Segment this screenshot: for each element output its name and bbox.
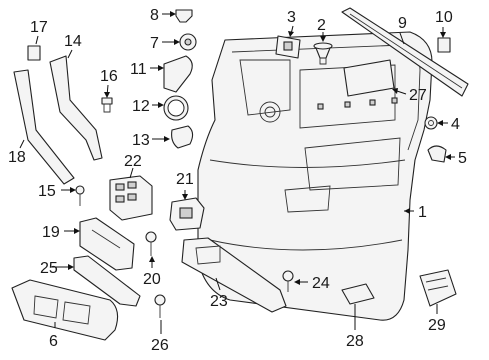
callout-13: 13	[132, 132, 150, 149]
callout-27: 27	[409, 87, 427, 104]
callout-29: 29	[428, 317, 446, 334]
leader-lines	[19, 11, 455, 334]
callout-11: 11	[130, 61, 147, 78]
clip-part-5	[427, 145, 447, 163]
screw-part-15	[75, 185, 85, 206]
callout-23: 23	[210, 293, 228, 310]
callout-10: 10	[435, 9, 453, 26]
washer-part-4	[424, 116, 438, 130]
callout-28: 28	[346, 333, 364, 350]
pull-handle-part-14	[49, 55, 103, 161]
callout-25: 25	[40, 260, 58, 277]
callout-numbers: 1 2 3 4 5 6 7 8 9 10 11 12 13 14 15 16 1…	[8, 7, 467, 354]
clip-part-10	[437, 37, 451, 53]
grommet-part-7	[179, 33, 197, 51]
screw-part-26	[154, 294, 166, 318]
callout-22: 22	[124, 153, 142, 170]
bracket-part-3	[275, 35, 301, 59]
screw-part-16	[101, 97, 113, 113]
screw-part-24	[282, 270, 294, 292]
cover-part-11	[163, 55, 193, 93]
clip-part-8	[175, 9, 193, 23]
screw-part-20	[145, 231, 157, 256]
callout-21: 21	[176, 171, 194, 188]
callout-3: 3	[287, 9, 296, 26]
callout-17: 17	[30, 19, 48, 36]
bezel-part-19	[79, 217, 135, 271]
door-panel-part	[197, 31, 433, 321]
callout-6: 6	[49, 333, 58, 350]
module-part-28	[341, 283, 375, 305]
callout-19: 19	[42, 224, 60, 241]
callout-14: 14	[64, 33, 82, 50]
callout-18: 18	[8, 149, 26, 166]
trim-strip-part-25	[73, 255, 141, 307]
panel-part-27	[343, 59, 395, 97]
handle-part-13	[171, 125, 194, 149]
callout-26: 26	[151, 337, 169, 354]
callout-2: 2	[317, 17, 326, 34]
module-part-29	[419, 269, 457, 307]
callout-24: 24	[312, 275, 330, 292]
top-trim-part-9	[341, 7, 469, 97]
callout-7: 7	[150, 35, 159, 52]
ring-part-12	[163, 95, 189, 121]
callout-5: 5	[458, 150, 467, 167]
switch-part-21	[169, 197, 205, 231]
lower-trim-part-6	[11, 279, 119, 341]
callout-9: 9	[398, 15, 407, 32]
callout-4: 4	[451, 116, 460, 133]
callout-8: 8	[150, 7, 159, 24]
armrest-part-23	[181, 237, 287, 313]
callout-12: 12	[132, 98, 150, 115]
callout-15: 15	[38, 183, 56, 200]
callout-20: 20	[143, 271, 161, 288]
switch-pack-part-22	[109, 175, 153, 221]
clip-part-2	[313, 42, 333, 65]
callout-16: 16	[100, 68, 118, 85]
clip-part-17	[27, 45, 41, 61]
grab-handle-part-18	[13, 69, 75, 185]
callout-1: 1	[418, 204, 427, 221]
